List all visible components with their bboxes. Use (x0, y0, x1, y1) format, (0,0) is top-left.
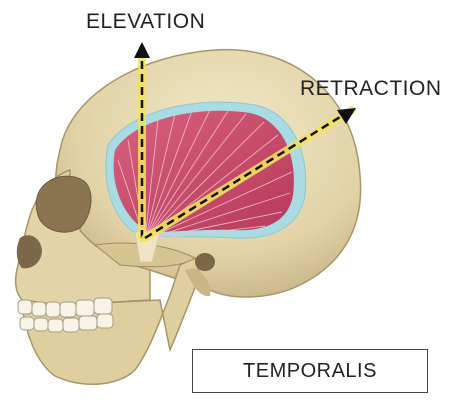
ear-canal (195, 253, 215, 271)
elevation-label: ELEVATION (86, 10, 205, 34)
muscle-name-label: TEMPORALIS (243, 360, 377, 383)
eye-socket (36, 176, 91, 232)
retraction-label: RETRACTION (300, 77, 442, 101)
muscle-name-box: TEMPORALIS (192, 349, 428, 393)
